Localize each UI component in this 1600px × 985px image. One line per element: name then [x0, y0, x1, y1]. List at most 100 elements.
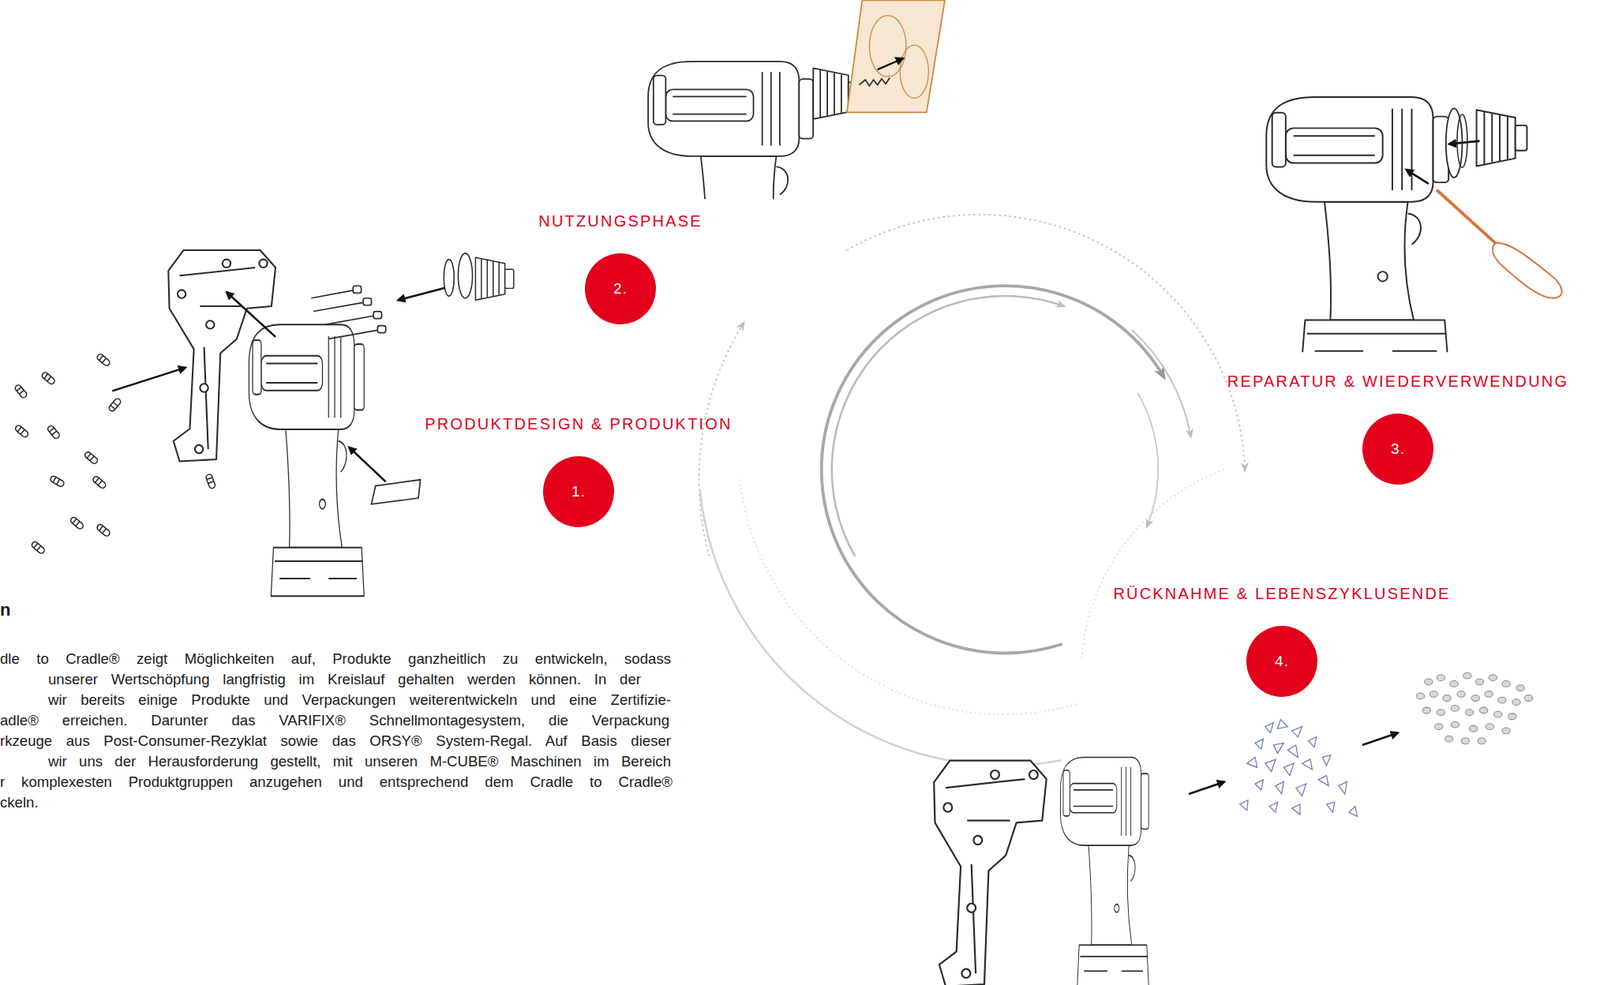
drill-recycling: [1362, 732, 1398, 746]
drill-recycling: [1348, 806, 1357, 817]
step-number: 1.: [571, 483, 586, 501]
drill-recycling: [1469, 725, 1478, 732]
cycle-arcs: [1081, 469, 1225, 659]
drill-recycling: [1277, 719, 1288, 730]
drill-exploded: [46, 424, 61, 440]
drill-recycling: [1416, 693, 1424, 700]
drill-recycling: [1265, 723, 1274, 734]
drill-recycling: [1326, 801, 1335, 813]
drill-in-use: [648, 61, 859, 200]
body-text-line: wir uns der Herausforderung gestellt, mi…: [48, 752, 671, 772]
drill-exploded: [457, 253, 473, 299]
body-text-line: unserer Wertschöpfung langfristig im Kre…: [48, 670, 641, 690]
drill-exploded: [363, 298, 371, 306]
drill-in-use: [648, 0, 945, 308]
cycle-arcs: [700, 490, 1062, 766]
drill-in-use: [899, 44, 929, 98]
drill-exploded: [377, 325, 386, 334]
drill-exploded: [397, 288, 445, 301]
step-circle: NUTZUNGSPHASE2.: [584, 253, 656, 325]
drill-recycling: [1450, 721, 1459, 728]
drill-recycling: [1275, 781, 1284, 795]
drill-in-use: [648, 61, 814, 200]
drill-recycling: [1484, 690, 1493, 697]
step-circle: PRODUKTDESIGN & PRODUKTION1.: [543, 456, 615, 528]
drill-recycling: [1265, 759, 1276, 772]
drill-recycling: [1283, 763, 1294, 776]
drill-recycling: [933, 760, 1047, 985]
drill-recycling: [1461, 738, 1469, 745]
drill-recycling: [1498, 696, 1507, 704]
drill-exploded: [205, 473, 216, 490]
drill-recycling: [1450, 705, 1459, 712]
drill-recycling: [1269, 801, 1278, 813]
drill-exploded: [69, 516, 85, 531]
step-number: 4.: [1274, 652, 1289, 671]
drill-recycling: [1422, 707, 1431, 714]
drill-recycling: [1188, 781, 1225, 795]
drill-recycling: [1247, 756, 1258, 768]
body-text-line: r komplexesten Produktgruppen anzugehen …: [0, 772, 673, 792]
drill-in-use: [846, 0, 945, 113]
drill-exploded: [328, 329, 380, 340]
drill-exploded: [313, 302, 366, 312]
step-number: 2.: [613, 280, 628, 298]
drill-recycling: [1465, 709, 1473, 716]
body-text-line: rkzeuge aus Post-Consumer-Rezyklat sowie…: [0, 731, 671, 751]
step-heading: REPARATUR & WIEDERVERWENDUNG: [1227, 372, 1569, 391]
drill-exploded: [311, 285, 386, 339]
drill-recycling: [1255, 738, 1263, 750]
drill-in-use: [858, 78, 890, 87]
drill-recycling: [1435, 723, 1443, 731]
drill-exploded: [49, 475, 66, 488]
drill-recycling: [1292, 726, 1303, 738]
drill-exploded: [248, 324, 364, 596]
drill-repair: [1266, 97, 1562, 369]
drill-repair: [1457, 114, 1468, 168]
drill-exploded: [311, 289, 356, 298]
step-circle: RÜCKNAHME & LEBENSZYKLUSENDE4.: [1246, 625, 1318, 697]
drill-recycling: [1475, 678, 1484, 686]
drill-exploded: [324, 315, 376, 326]
step-heading: PRODUKTDESIGN & PRODUKTION: [424, 415, 732, 434]
drill-recycling: [1060, 756, 1149, 985]
body-text-line: ckeln.: [0, 793, 39, 813]
drill-recycling: [1322, 755, 1331, 766]
drill-repair: [1405, 169, 1428, 184]
cycle-arcs: [739, 479, 1077, 715]
drill-in-use: [877, 58, 904, 70]
drill-repair: [1449, 141, 1481, 145]
drill-recycling: [1255, 779, 1263, 791]
drill-exploded: [14, 352, 217, 555]
drill-recycling: [1442, 695, 1451, 702]
cycle-arcs: [1137, 393, 1158, 527]
drill-exploded: [30, 540, 46, 555]
drill-exploded: [41, 370, 57, 386]
drill-exploded: [348, 446, 386, 482]
cycle-arcs: [821, 285, 1165, 653]
body-text-line: wir bereits einige Produkte und Verpacku…: [48, 690, 671, 710]
drill-exploded: [14, 383, 29, 399]
cycle-arcs: [699, 214, 1246, 766]
drill-recycling: [1485, 723, 1494, 731]
drill-recycling: [1512, 699, 1521, 706]
drill-recycling: [1450, 681, 1458, 688]
drill-recycling: [1292, 804, 1301, 815]
drill-recycling: [1436, 709, 1445, 716]
drill-exploded: [226, 292, 276, 338]
step-heading: NUTZUNGSPHASE: [538, 212, 703, 231]
drill-recycling: [1494, 711, 1503, 718]
body-text-line: dle to Cradle® zeigt Möglichkeiten auf, …: [0, 649, 671, 669]
step-heading: RÜCKNAHME & LEBENSZYKLUSENDE: [1112, 584, 1451, 604]
drill-recycling: [1479, 707, 1488, 714]
drill-recycling: [933, 672, 1533, 985]
step-number: 3.: [1390, 440, 1406, 458]
drill-recycling: [1338, 781, 1347, 795]
drill-recycling: [1524, 695, 1533, 702]
drill-recycling: [1445, 735, 1454, 742]
drill-exploded: [112, 367, 186, 392]
drill-recycling: [1471, 695, 1480, 702]
drill-recycling: [1477, 738, 1486, 745]
